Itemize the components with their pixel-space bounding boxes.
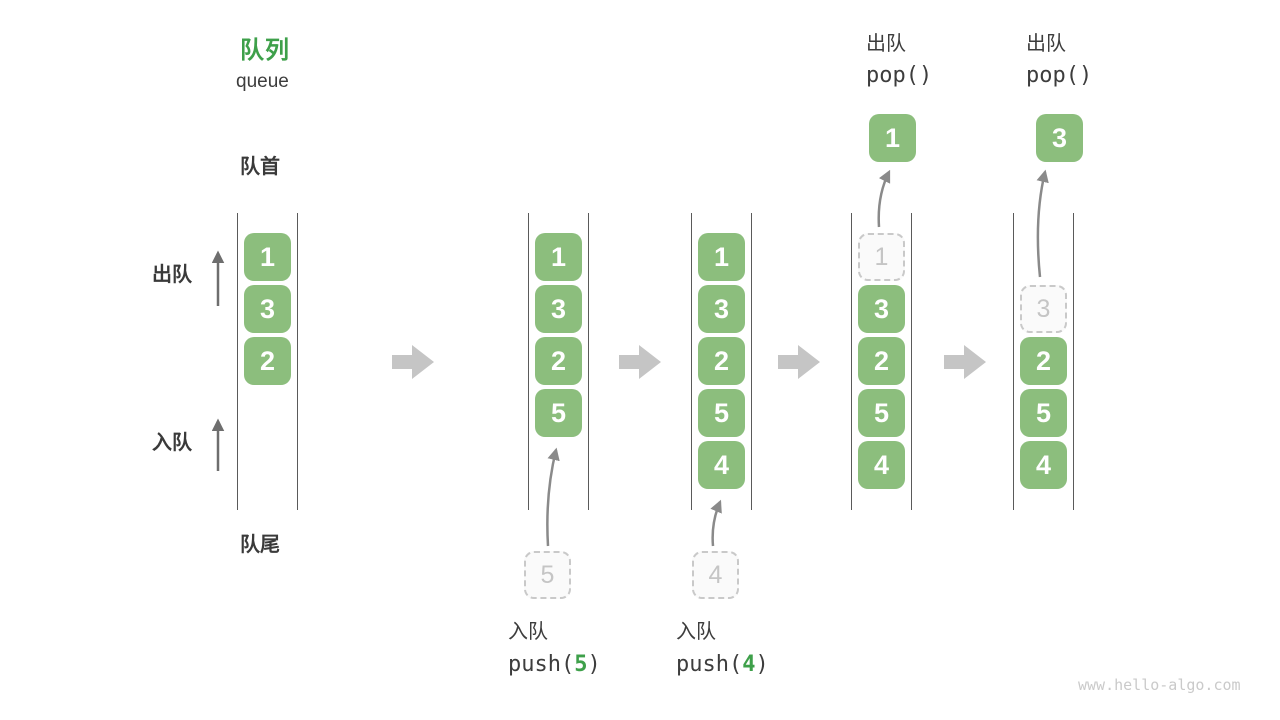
- operation-code: push(4): [676, 652, 769, 677]
- queue-column-pop-3: [1013, 213, 1074, 510]
- queue-item: 5: [535, 389, 582, 437]
- queue-column-initial: [237, 213, 298, 510]
- operation-code-pre: push(: [676, 652, 743, 677]
- queue-item: 5: [698, 389, 745, 437]
- queue-column-pop-1: [851, 213, 912, 510]
- queue-item: 3: [535, 285, 582, 333]
- figure-subtitle: queue: [236, 71, 289, 92]
- side-label: 入队: [152, 432, 192, 454]
- queue-front-label: 队首: [240, 156, 280, 178]
- queue-item: 2: [698, 337, 745, 385]
- incoming-item-ghost: 4: [692, 551, 739, 599]
- queue-item: 5: [858, 389, 905, 437]
- queue-item: 4: [698, 441, 745, 489]
- operation-arg: 5: [574, 652, 588, 677]
- operation-label: 入队: [508, 621, 548, 643]
- transition-arrow-icon: [392, 345, 434, 379]
- queue-item: 2: [858, 337, 905, 385]
- queue-item: 1: [535, 233, 582, 281]
- operation-code-pre: push(: [508, 652, 575, 677]
- figure-title: 队列: [240, 37, 290, 64]
- queue-item: 3: [858, 285, 905, 333]
- transition-arrow-icon: [778, 345, 820, 379]
- queue-rear-label: 队尾: [240, 534, 280, 556]
- side-label: 出队: [152, 264, 192, 286]
- queue-item: 2: [1020, 337, 1067, 385]
- queue-item: 1: [698, 233, 745, 281]
- transition-arrow-icon: [944, 345, 986, 379]
- queue-column-after-push-4: [691, 213, 752, 510]
- queue-item: 1: [244, 233, 291, 281]
- queue-item-ghost: 3: [1020, 285, 1067, 333]
- operation-code: push(5): [508, 652, 601, 677]
- popped-item: 1: [869, 114, 916, 162]
- queue-item: 2: [244, 337, 291, 385]
- operation-label: 入队: [676, 621, 716, 643]
- column-header-code: pop(): [1026, 63, 1093, 88]
- queue-column-after-push-5: [528, 213, 589, 510]
- queue-item: 4: [858, 441, 905, 489]
- queue-item-ghost: 1: [858, 233, 905, 281]
- queue-item: 3: [244, 285, 291, 333]
- column-header-label: 出队: [866, 33, 906, 55]
- popped-item: 3: [1036, 114, 1083, 162]
- operation-code-post: ): [587, 652, 601, 677]
- operation-arg: 4: [742, 652, 756, 677]
- column-header-label: 出队: [1026, 33, 1066, 55]
- operation-code-post: ): [755, 652, 769, 677]
- watermark: www.hello-algo.com: [1078, 676, 1241, 694]
- queue-item: 5: [1020, 389, 1067, 437]
- transition-arrow-icon: [619, 345, 661, 379]
- queue-item: 3: [698, 285, 745, 333]
- queue-item: 2: [535, 337, 582, 385]
- column-header-code: pop(): [866, 63, 933, 88]
- queue-item: 4: [1020, 441, 1067, 489]
- incoming-item-ghost: 5: [524, 551, 571, 599]
